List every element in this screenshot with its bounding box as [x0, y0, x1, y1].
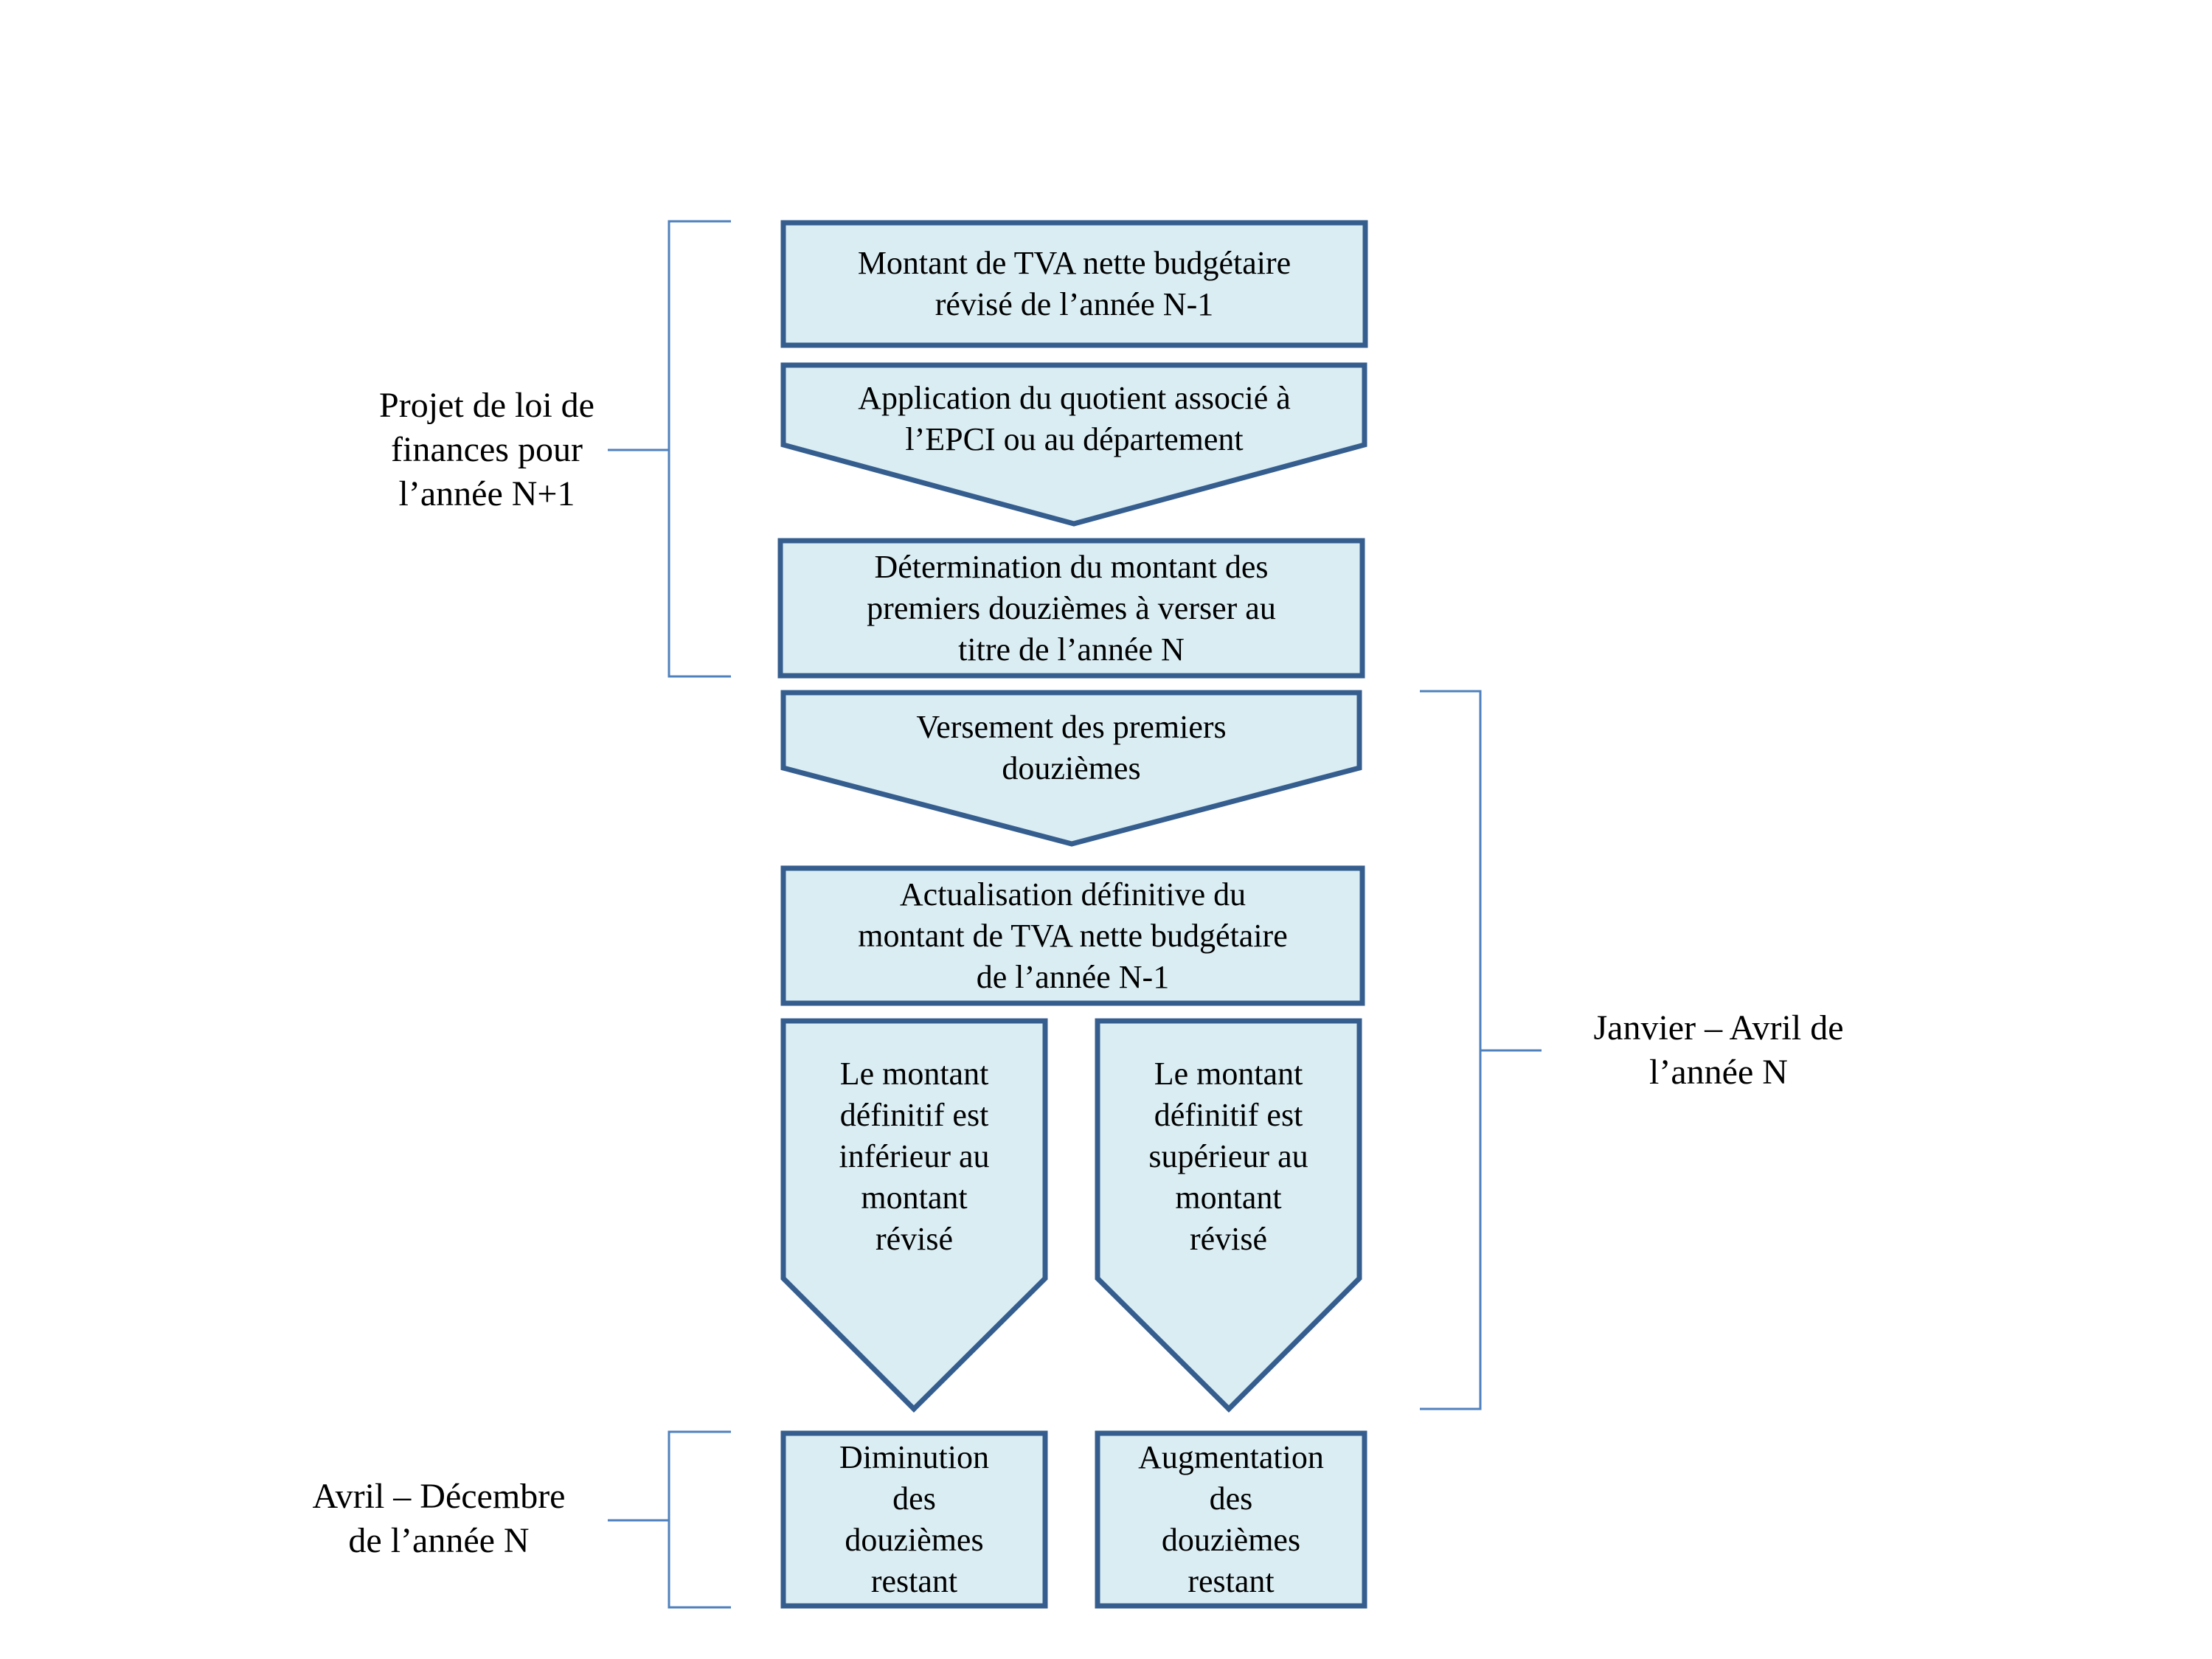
- label-plf: Projet de loi de finances pour l’année N…: [379, 386, 594, 513]
- node-shape-diminution: [780, 1430, 1048, 1609]
- node-diminution: Diminution des douzièmes restant: [839, 1439, 989, 1599]
- label-janvier-avril: Janvier – Avril de l’année N: [1593, 1008, 1844, 1092]
- label-avril-decembre: Avril – Décembre de l’année N: [312, 1477, 566, 1560]
- bracket-avril-decembre: [608, 1430, 731, 1609]
- node-shape-determination-douziemes: [777, 538, 1365, 679]
- bracket-plf: [608, 220, 731, 678]
- node-shape-application-quotient: [780, 362, 1367, 527]
- node-shape-versement-douziemes: [780, 690, 1362, 847]
- node-determination-douziemes: Détermination du montant des premiers do…: [867, 548, 1276, 668]
- node-shape-tva-revise: [780, 220, 1368, 348]
- node-augmentation: Augmentation des douzièmes restant: [1138, 1439, 1324, 1599]
- node-actualisation-definitive: Actualisation définitive du montant de T…: [858, 876, 1288, 995]
- node-application-quotient: Application du quotient associé à l’EPCI…: [858, 380, 1291, 457]
- node-montant-inferieur: Le montant définitif est inférieur au mo…: [839, 1056, 990, 1257]
- node-tva-revise: Montant de TVA nette budgétaire révisé d…: [857, 245, 1292, 322]
- node-shape-montant-superieur: [1095, 1018, 1362, 1413]
- node-shape-actualisation-definitive: [780, 865, 1365, 1006]
- bracket-janvier-avril: [1420, 690, 1542, 1410]
- node-montant-superieur: Le montant définitif est supérieur au mo…: [1148, 1056, 1308, 1257]
- node-shape-montant-inferieur: [780, 1018, 1048, 1413]
- node-shape-augmentation: [1095, 1430, 1367, 1609]
- node-versement-douziemes: Versement des premiers douzièmes: [916, 709, 1227, 786]
